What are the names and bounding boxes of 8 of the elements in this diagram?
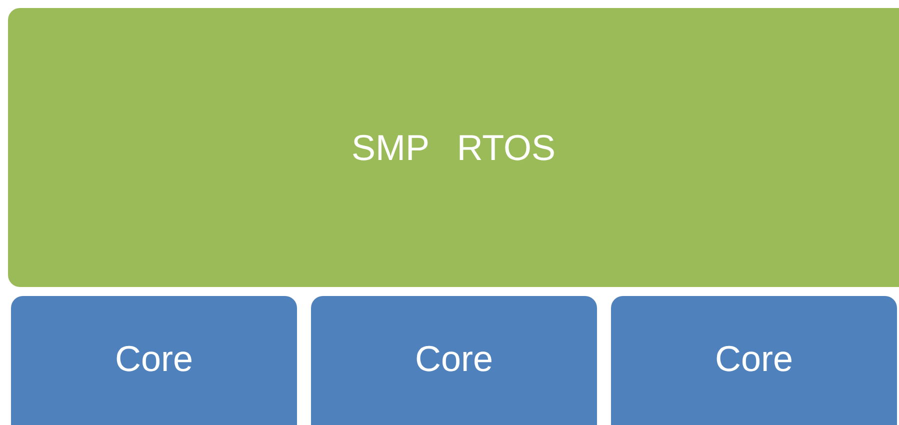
node-label: Core [414, 338, 494, 380]
core-box [311, 296, 597, 425]
core-box [11, 296, 297, 425]
core-box [611, 296, 897, 425]
node-label: Core [114, 338, 194, 380]
node-label: SMP RTOS [351, 126, 556, 168]
os-layer-box [8, 8, 899, 287]
node-label: Core [714, 338, 794, 380]
